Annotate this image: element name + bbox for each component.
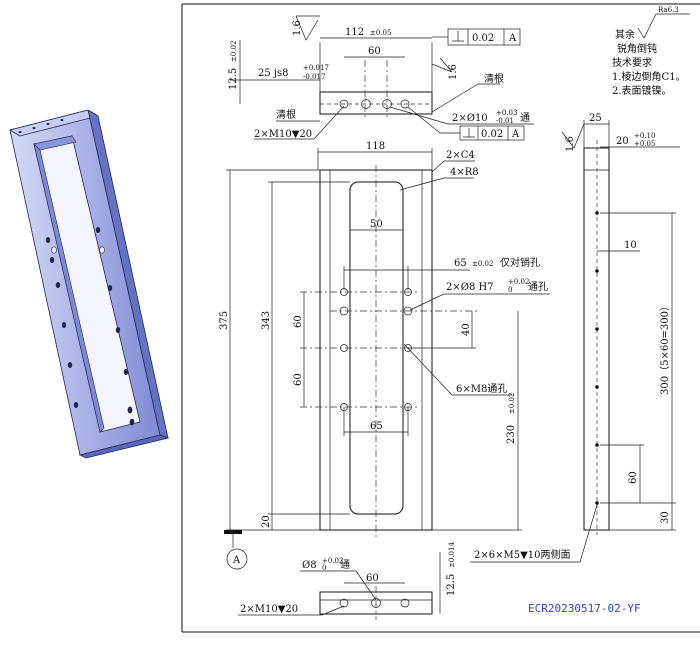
dim-60-b: 60	[293, 373, 304, 386]
top-view: 112 ±0.05 60 25 js8 +0.017 -0.017 12.5 ±…	[228, 15, 534, 141]
part-holes	[18, 119, 135, 426]
dim-10-side: 10	[624, 240, 637, 251]
dim-112: 112	[345, 27, 364, 38]
roughness-symbol-b	[431, 57, 453, 73]
dim-12-5-bottom: 12.5	[446, 574, 457, 596]
note-line-3: 1.棱边倒角C1。	[612, 70, 686, 83]
rough-1-6-a: 1.6	[292, 20, 303, 36]
svg-text:0: 0	[508, 286, 512, 294]
svg-text:通: 通	[340, 559, 350, 571]
pin-hole-callout: 2×Ø8 H7	[446, 282, 494, 293]
dim-65-pin: 65	[454, 258, 467, 269]
isometric-part-view	[8, 110, 170, 459]
perp2-value: 0.02	[481, 129, 503, 140]
dim-65-b: 65	[370, 421, 383, 432]
pin-only-note: 仅对销孔	[500, 256, 540, 269]
dim-20-front: 20	[261, 515, 272, 528]
side-view-holes	[595, 211, 599, 505]
svg-text:-0.017: -0.017	[303, 73, 325, 81]
dim-375: 375	[219, 311, 230, 330]
label-clear-root-left: 清根	[276, 108, 296, 121]
radius-4xR8: 4×R8	[450, 167, 479, 178]
top-view-holes	[339, 99, 410, 109]
roughness-symbol-a	[295, 15, 319, 41]
datum-a-circle	[226, 548, 248, 570]
dim-20-side: 20	[616, 136, 629, 147]
svg-text:+0.05: +0.05	[634, 140, 655, 148]
hole-callout-m10: 2×M10▼20	[254, 129, 312, 140]
dim-25js8: 25 js8	[258, 68, 289, 79]
part-bottom-face	[78, 434, 170, 459]
dim-12-5: 12.5	[228, 68, 239, 90]
bottom-view: Ø8 +0.02 0 通 60 12.5 ±0.014 2×M10▼20	[238, 542, 457, 620]
dim-300-side: 300（5×60=300）	[659, 301, 671, 395]
dim-40: 40	[461, 323, 472, 336]
svg-text:+0.10: +0.10	[634, 132, 655, 140]
datum-a-label: A	[232, 555, 241, 566]
note-line-2: 技术要求	[612, 56, 652, 69]
phi8-callout: Ø8	[302, 560, 317, 571]
dim-343: 343	[261, 311, 272, 330]
roughness-symbol-general	[637, 13, 690, 39]
side-view: 25 1.6 20 +0.10 +0.05 10 300（5×60=300） 6…	[470, 113, 680, 563]
dim-230: 230	[506, 425, 517, 444]
dim-60-bottom: 60	[366, 573, 379, 584]
top-view-outline	[319, 91, 433, 115]
svg-text:+0.02: +0.02	[322, 557, 343, 565]
m8-callout: 6×M8通孔	[456, 383, 507, 395]
dim-25-side: 25	[589, 113, 602, 124]
note-line-4: 2.表面镀镍。	[612, 84, 672, 97]
datum-base	[224, 530, 242, 534]
svg-text:+0.017: +0.017	[303, 64, 329, 72]
dim-60-side: 60	[628, 471, 639, 484]
hole-callout-phi10: 2×Ø10	[452, 113, 488, 124]
svg-text:-0.01: -0.01	[496, 117, 514, 125]
dim-50: 50	[370, 219, 383, 230]
m10-callout-bottom: 2×M10▼20	[240, 604, 298, 615]
svg-text:±0.02: ±0.02	[230, 41, 238, 62]
label-clear-root-right: 清根	[484, 72, 504, 85]
technical-notes: 其余 Ra6.3 锐角倒钝 技术要求 1.棱边倒角C1。 2.表面镀镍。	[612, 6, 690, 97]
rough-side: 1.6	[565, 136, 576, 152]
dim-118: 118	[366, 141, 385, 152]
roughness-symbol-side	[561, 123, 585, 149]
note-roughness-value: Ra6.3	[658, 6, 679, 14]
drawing-number: ECR20230517-02-YF	[528, 602, 641, 615]
perp-box-value: 0.02	[472, 33, 494, 44]
svg-text:通孔: 通孔	[528, 281, 548, 293]
svg-text:±0.014: ±0.014	[448, 542, 456, 568]
rough-1-6-b: 1.6	[448, 64, 459, 80]
svg-text:0: 0	[322, 564, 326, 572]
svg-text:±0.02: ±0.02	[472, 260, 493, 268]
svg-text:+0.02: +0.02	[508, 278, 529, 286]
note-rest-label: 其余	[615, 28, 635, 41]
m5-callout: 2×6×M5▼10两侧面	[474, 548, 571, 561]
perp2-ref: A	[511, 129, 520, 140]
chamfer-2xC4: 2×C4	[446, 150, 475, 161]
svg-text:+0.03: +0.03	[496, 109, 517, 117]
part-slot-inner-side	[33, 143, 105, 433]
front-view: 118 2×C4 4×R8 50 65 ±0.02 仅对销孔	[219, 141, 550, 570]
perp-box-ref: A	[508, 33, 517, 44]
bottom-view-holes	[339, 598, 410, 608]
side-view-outline	[583, 147, 610, 531]
svg-text:通: 通	[520, 112, 530, 124]
tol-112: ±0.05	[370, 29, 391, 37]
svg-text:±0.02: ±0.02	[508, 393, 516, 414]
note-line-1: 锐角倒钝	[617, 42, 657, 55]
dim-60-top: 60	[368, 46, 381, 57]
dim-60-a: 60	[293, 315, 304, 328]
dim-30-side: 30	[660, 511, 671, 524]
